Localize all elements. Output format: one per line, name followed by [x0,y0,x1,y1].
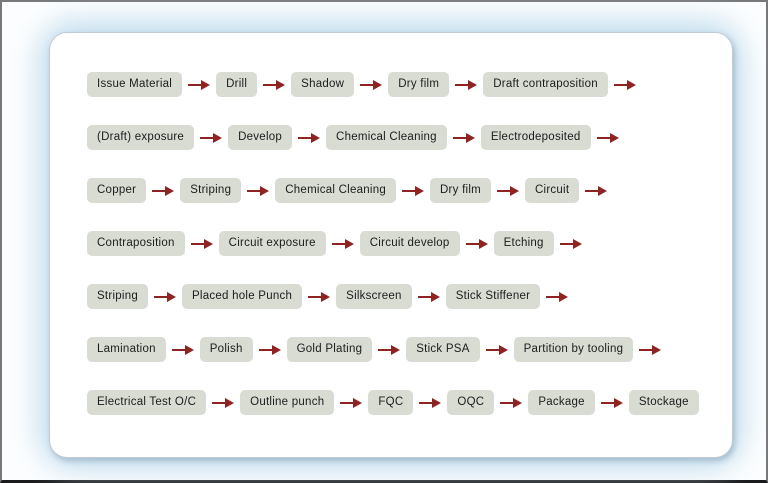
process-step: Striping [87,284,148,309]
arrow-right-icon [559,238,582,249]
process-step: Issue Material [87,72,183,97]
arrow-right-icon [417,291,440,302]
process-step: Dry film [430,178,491,203]
process-step: Lamination [87,337,166,362]
arrow-right-icon [247,185,270,196]
arrow-right-icon [419,397,442,408]
arrow-right-icon [585,185,608,196]
arrow-right-icon [596,132,619,143]
process-step: Circuit [524,178,580,203]
process-step: Etching [493,231,554,256]
arrow-right-icon [639,344,662,355]
arrow-right-icon [188,79,211,90]
flow-row: Copper Striping Chemical Cleaning Dry film C… [87,178,724,203]
process-step: Gold Plating [286,337,373,362]
process-step: Package [528,390,595,415]
arrow-right-icon [465,238,488,249]
arrow-right-icon [298,132,321,143]
arrow-right-icon [258,344,281,355]
process-step: Partition by tooling [513,337,634,362]
process-step: Circuit develop [359,231,460,256]
process-step: Stick Stiffener [445,284,541,309]
arrow-right-icon [600,397,623,408]
flow-row: Striping Placed hole Punch Silkscreen Stick… [87,284,724,309]
arrow-right-icon [190,238,213,249]
arrow-right-icon [171,344,194,355]
arrow-right-icon [154,291,176,302]
process-step: Draft contraposition [483,72,608,97]
process-step: Silkscreen [336,284,412,309]
process-step: Shadow [291,72,355,97]
arrow-right-icon [546,291,569,302]
arrow-right-icon [152,185,175,196]
arrow-right-icon [613,79,636,90]
process-step: Circuit exposure [218,231,326,256]
arrow-right-icon [212,397,235,408]
arrow-right-icon [200,132,223,143]
process-step: Electrodeposited [480,125,591,150]
process-step: Dry film [388,72,450,97]
process-step: Stick PSA [406,337,480,362]
process-step: Placed hole Punch [182,284,303,309]
process-step: Chemical Cleaning [326,125,447,150]
process-step: Develop [228,125,293,150]
process-step: Stockage [628,390,699,415]
process-step: FQC [368,390,414,415]
flow-row: Issue Material Drill Shadow Dry film Draft c… [87,72,724,97]
process-step: OQC [447,390,495,415]
process-step: Chemical Cleaning [275,178,396,203]
arrow-right-icon [308,291,331,302]
arrow-right-icon [402,185,424,196]
process-step: Drill [216,72,258,97]
arrow-right-icon [263,79,286,90]
process-step: (Draft) exposure [87,125,195,150]
arrow-right-icon [378,344,401,355]
flow-row: Lamination Polish Gold Plating Stick PSA Par… [87,337,724,362]
arrow-right-icon [496,185,519,196]
arrow-right-icon [331,238,354,249]
arrow-right-icon [452,132,475,143]
process-step: Copper [87,178,147,203]
process-step: Electrical Test O/C [87,390,207,415]
arrow-right-icon [485,344,508,355]
process-step: Contraposition [87,231,185,256]
arrow-right-icon [340,397,363,408]
process-step: Polish [199,337,253,362]
process-step: Striping [180,178,242,203]
flow-row: Electrical Test O/C Outline punch FQC OQC Pa… [87,390,724,415]
flow-row: (Draft) exposure Develop Chemical Cleaning… [87,125,724,150]
arrow-right-icon [455,79,478,90]
arrow-right-icon [360,79,383,90]
arrow-right-icon [500,397,523,408]
process-step: Outline punch [240,390,335,415]
flow-row: Contraposition Circuit exposure Circuit de… [87,231,724,256]
